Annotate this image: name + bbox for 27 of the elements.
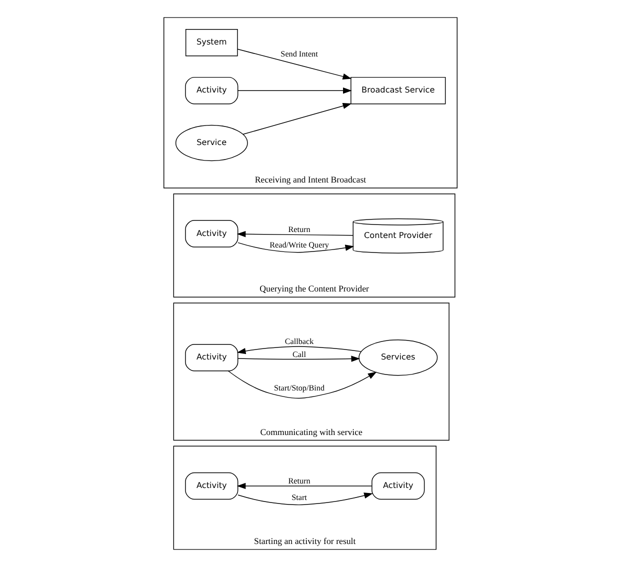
node-box: Activity (372, 472, 425, 500)
edge-label: Return (288, 476, 310, 486)
edge-label: Call (292, 350, 306, 359)
node-box: Activity (185, 76, 238, 104)
edge-label: Send Intent (280, 50, 318, 59)
edge-label: Start (292, 492, 307, 502)
edge-label: Return (288, 225, 310, 234)
arrow (237, 48, 352, 80)
arrow (228, 370, 377, 399)
edge-label: Read/Write Query (270, 240, 329, 250)
arrow (242, 102, 352, 135)
node-box: Activity (185, 220, 238, 248)
edge-label: Callback (284, 337, 314, 346)
arrow (238, 242, 354, 253)
node-box: System (185, 29, 238, 56)
edge-label: Start/Stop/Bind (274, 384, 325, 393)
node-box: Activity (185, 344, 238, 372)
arrow (236, 346, 362, 354)
arrow (236, 231, 354, 238)
node-box: Broadcast Service (350, 76, 446, 104)
node-ellipse: Services (358, 340, 438, 376)
arrow (238, 492, 373, 506)
arrow (236, 482, 372, 490)
node-box: Activity (185, 472, 238, 500)
node-ellipse: Service (175, 124, 248, 162)
arrow (238, 356, 360, 362)
arrow (238, 87, 352, 94)
